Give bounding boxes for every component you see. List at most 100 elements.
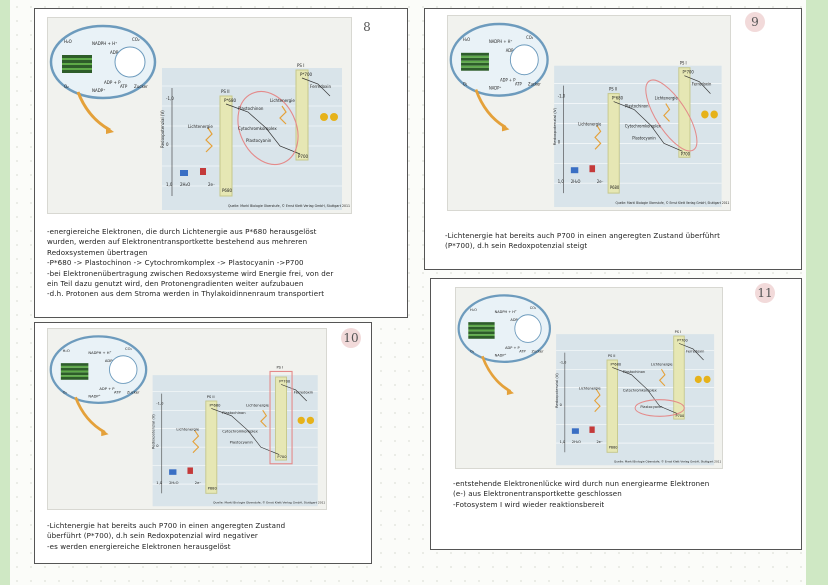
label-h2o: H₂O (64, 39, 72, 44)
label-2e: 2e⁻ (208, 182, 215, 187)
caption-text: -entstehende Elektronenlücke wird durch … (453, 479, 710, 509)
svg-text:NADP⁺: NADP⁺ (88, 394, 100, 398)
svg-text:P*680: P*680 (612, 95, 624, 100)
svg-text:-1,0: -1,0 (560, 361, 568, 365)
svg-text:Ferredoxin: Ferredoxin (686, 350, 704, 354)
svg-text:-1,0: -1,0 (558, 93, 566, 98)
svg-text:2H₂O: 2H₂O (169, 481, 179, 485)
label-zucker: Zucker (134, 84, 148, 89)
svg-text:ADP: ADP (105, 359, 113, 363)
svg-text:Plastocyanin: Plastocyanin (230, 440, 254, 444)
axis-label: Redoxpotenzial (V) (160, 110, 165, 148)
label-ferredoxin: Ferredoxin (310, 84, 331, 89)
svg-text:Cytochromkomplex: Cytochromkomplex (222, 429, 258, 433)
svg-text:P700: P700 (681, 151, 691, 156)
svg-text:CO₂: CO₂ (526, 35, 533, 40)
svg-text:P680: P680 (609, 446, 618, 450)
svg-text:P*700: P*700 (677, 338, 688, 342)
label-adp: ADP (110, 50, 119, 55)
diagram-photo: H₂O NADPH + H⁺ CO₂ ADP ADP + P ATP O₂ NA… (47, 17, 352, 214)
svg-text:Quelle: Markl Biologie Oberstu: Quelle: Markl Biologie Oberstufe, © Erns… (213, 500, 325, 504)
slide-number: 10 (341, 328, 361, 348)
svg-text:ADP: ADP (506, 48, 514, 53)
diagram-photo: H₂O NADPH + H⁺ CO₂ ADP ADP + P ATP O₂ NA… (455, 287, 723, 469)
svg-text:Zucker: Zucker (528, 82, 541, 87)
svg-text:Lichtenergie: Lichtenergie (651, 362, 673, 366)
svg-text:Redoxpotenzial (V): Redoxpotenzial (V) (552, 107, 557, 145)
caption-text: -energiereiche Elektronen, die durch Lic… (47, 227, 334, 299)
photosynthesis-diagram: H₂O NADPH + H⁺ CO₂ ADP ADP + P ATP O₂ NA… (449, 22, 730, 208)
label-nadph: NADPH + H⁺ (92, 41, 117, 46)
svg-text:2e⁻: 2e⁻ (195, 481, 202, 485)
svg-text:H₂O: H₂O (463, 37, 470, 42)
svg-text:O₂: O₂ (463, 82, 468, 87)
svg-text:PS II: PS II (609, 86, 617, 91)
label-adpp: ADP + P (104, 80, 121, 85)
photosynthesis-diagram: H₂O NADPH + H⁺ CO₂ ADP ADP + P ATP O₂ NA… (49, 24, 350, 210)
svg-text:PS I: PS I (680, 61, 687, 66)
svg-text:NADPH + H⁺: NADPH + H⁺ (495, 310, 517, 314)
svg-text:O₂: O₂ (470, 350, 475, 354)
label-2h2o: 2H₂O (180, 182, 190, 187)
svg-text:NADPH + H⁺: NADPH + H⁺ (88, 351, 111, 355)
svg-text:P680: P680 (610, 185, 620, 190)
label-plastochinon: Plastochinon (238, 106, 264, 111)
svg-text:ADP + P: ADP + P (99, 387, 115, 391)
svg-text:ADP + P: ADP + P (500, 78, 516, 83)
tick-m1: -1,0 (166, 96, 174, 101)
svg-text:Plastocyanin: Plastocyanin (640, 405, 662, 409)
label-p700s: P*700 (300, 72, 313, 77)
svg-text:H₂O: H₂O (470, 308, 477, 312)
svg-text:Plastochinon: Plastochinon (222, 411, 246, 415)
diagram-photo: H₂O NADPH + H⁺ CO₂ ADP ADP + P ATP O₂ NA… (447, 15, 731, 211)
label-p700: P700 (298, 154, 309, 159)
svg-text:Redoxpotenzial (V): Redoxpotenzial (V) (151, 414, 155, 449)
svg-text:CO₂: CO₂ (125, 347, 132, 351)
label-licht1: Lichtenergie (188, 124, 213, 129)
svg-text:ATP: ATP (114, 391, 121, 395)
svg-text:O₂: O₂ (63, 391, 68, 395)
svg-text:2e⁻: 2e⁻ (596, 440, 602, 444)
svg-text:Cytochromkomplex: Cytochromkomplex (623, 388, 658, 392)
svg-text:ATP: ATP (515, 82, 522, 87)
svg-text:Lichtenergie: Lichtenergie (246, 404, 269, 408)
label-nadp: NADP⁺ (92, 88, 105, 93)
svg-text:NADP⁺: NADP⁺ (495, 353, 507, 357)
svg-text:Lichtenergie: Lichtenergie (655, 95, 679, 100)
svg-text:P*680: P*680 (611, 362, 622, 366)
svg-text:Plastochinon: Plastochinon (625, 103, 649, 108)
label-co2: CO₂ (132, 37, 140, 42)
label-cyto: Cytochromkomplex (238, 126, 277, 131)
svg-text:2e⁻: 2e⁻ (597, 179, 604, 184)
label-p680: P680 (222, 188, 233, 193)
svg-text:-1,0: -1,0 (156, 402, 164, 406)
svg-text:0: 0 (560, 403, 563, 407)
svg-text:PS II: PS II (207, 395, 215, 399)
photosynthesis-diagram: H₂O NADPH + H⁺ CO₂ ADP ADP + P ATP O₂ NA… (457, 294, 721, 466)
label-licht2: Lichtenergie (270, 98, 295, 103)
svg-text:2H₂O: 2H₂O (572, 440, 581, 444)
slide-card-11: 11 H₂O (430, 278, 802, 550)
caption-text: -Lichtenergie hat bereits auch P700 in e… (47, 521, 286, 551)
label-o2: O₂ (64, 84, 69, 89)
slide-card-10: 10 H₂O (34, 322, 372, 564)
svg-text:P*680: P*680 (209, 404, 221, 408)
svg-text:P*700: P*700 (279, 380, 291, 384)
svg-text:Lichtenergie: Lichtenergie (176, 428, 199, 432)
label-p680s: P*680 (224, 98, 237, 103)
svg-text:Plastochinon: Plastochinon (623, 370, 645, 374)
svg-text:P680: P680 (208, 487, 218, 491)
svg-text:Ferredoxin: Ferredoxin (294, 391, 314, 395)
svg-text:PS II: PS II (608, 354, 616, 358)
svg-text:PS I: PS I (276, 366, 283, 370)
svg-text:P700: P700 (675, 414, 684, 418)
slide-number: 9 (745, 12, 765, 32)
caption-text: -Lichtenergie hat bereits auch P700 in e… (445, 231, 721, 251)
svg-text:P*700: P*700 (683, 70, 695, 75)
svg-text:ADP: ADP (510, 318, 518, 322)
svg-text:2H₂O: 2H₂O (571, 179, 581, 184)
svg-text:Quelle: Markl Biologie Oberstu: Quelle: Markl Biologie Oberstufe, © Erns… (616, 201, 730, 205)
svg-text:Plastocyanin: Plastocyanin (632, 135, 656, 140)
svg-text:Ferredoxin: Ferredoxin (692, 82, 712, 87)
svg-text:PS I: PS I (675, 330, 681, 334)
